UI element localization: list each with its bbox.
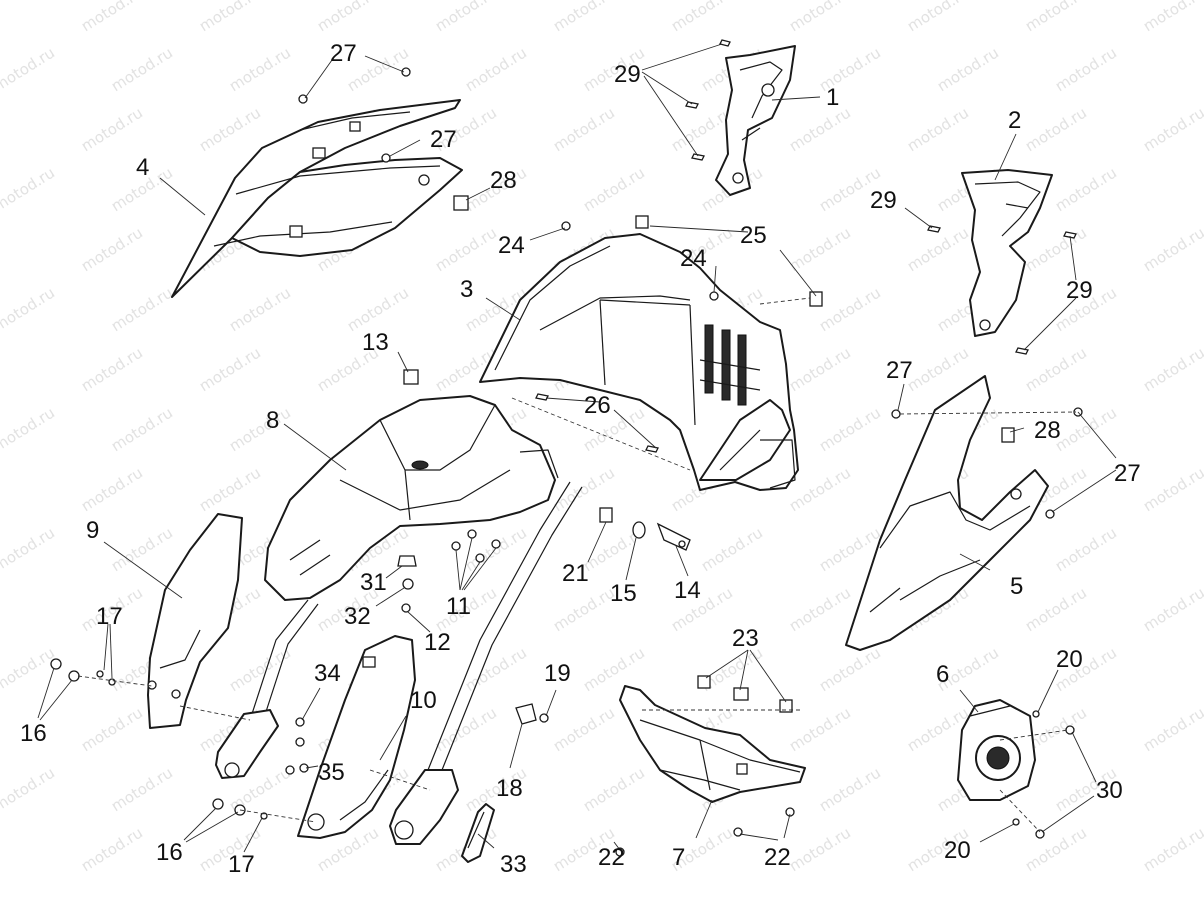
callout-20b: 20 — [944, 837, 971, 864]
callout-5: 5 — [1010, 573, 1023, 600]
callout-33: 33 — [500, 851, 527, 878]
callout-2: 2 — [1008, 107, 1021, 134]
callout-14: 14 — [674, 577, 701, 604]
callout-27b: 27 — [430, 126, 457, 153]
fork-tube-left — [215, 599, 319, 779]
callout-29c: 29 — [1066, 277, 1093, 304]
callout-23: 23 — [732, 625, 759, 652]
callout-27d: 27 — [1114, 460, 1141, 487]
callout-27c: 27 — [886, 357, 913, 384]
part-6-disc-cover — [957, 699, 1036, 801]
part-4-left-side-panel — [171, 99, 463, 298]
part-2-bracket — [961, 169, 1053, 337]
callout-16b: 16 — [156, 839, 183, 866]
callout-24b: 24 — [680, 245, 707, 272]
callout-29b: 29 — [870, 187, 897, 214]
callout-17a: 17 — [96, 603, 123, 630]
part-8-front-mudguard — [264, 395, 559, 601]
callout-6: 6 — [936, 661, 949, 688]
fork-tube-right — [389, 481, 583, 845]
callout-18: 18 — [496, 775, 523, 802]
callout-4: 4 — [136, 154, 149, 181]
callout-34: 34 — [314, 660, 341, 687]
callout-numbers: 1 2 3 4 5 6 7 8 9 10 11 12 13 14 15 16 1… — [20, 40, 1141, 878]
callout-20a: 20 — [1056, 646, 1083, 673]
part-7-lower-cover — [619, 685, 806, 803]
part-3-headlight-frame — [479, 233, 799, 491]
callout-28b: 28 — [1034, 417, 1061, 444]
callout-26: 26 — [584, 392, 611, 419]
callout-30: 30 — [1096, 777, 1123, 804]
callout-15: 15 — [610, 580, 637, 607]
callout-11: 11 — [446, 593, 471, 620]
callout-35: 35 — [318, 759, 345, 786]
callout-8: 8 — [266, 407, 279, 434]
callout-16a: 16 — [20, 720, 47, 747]
callout-7: 7 — [672, 844, 685, 871]
callout-10: 10 — [410, 687, 437, 714]
callout-24a: 24 — [498, 232, 525, 259]
callout-13: 13 — [362, 329, 389, 356]
part-5-right-side-panel — [845, 375, 1049, 651]
callout-28a: 28 — [490, 167, 517, 194]
callout-32: 32 — [344, 603, 371, 630]
callout-29a: 29 — [614, 61, 641, 88]
callout-27a: 27 — [330, 40, 357, 67]
assembly-lines — [77, 297, 1077, 833]
leader-lines — [37, 43, 1117, 853]
callout-19: 19 — [544, 660, 571, 687]
callout-31: 31 — [360, 569, 387, 596]
callout-9: 9 — [86, 517, 99, 544]
callout-22a: 22 — [598, 844, 625, 871]
callout-1: 1 — [826, 84, 839, 111]
part-10-fork-guard — [297, 635, 416, 839]
part-33-strap — [461, 803, 495, 863]
callout-17b: 17 — [228, 851, 255, 878]
callout-22b: 22 — [764, 844, 791, 871]
part-1-bracket — [715, 45, 796, 196]
part-9-fork-guard — [147, 513, 243, 729]
callout-12: 12 — [424, 629, 451, 656]
callout-25: 25 — [740, 222, 767, 249]
callout-3: 3 — [460, 276, 473, 303]
callout-21: 21 — [562, 560, 589, 587]
